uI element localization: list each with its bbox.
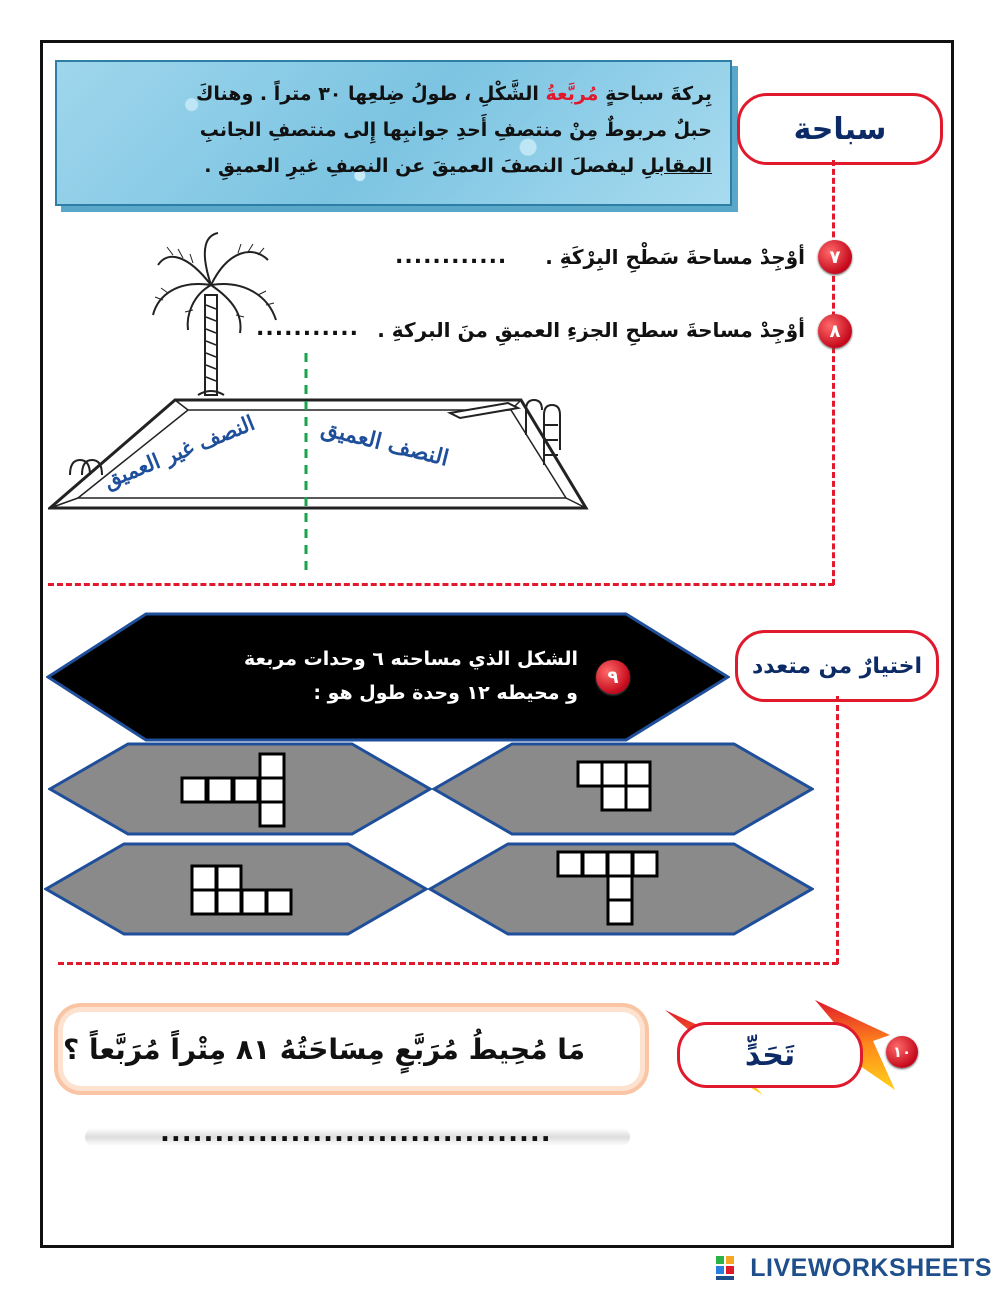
section-title-multiple-choice: اختيارٌ من متعدد xyxy=(735,630,939,702)
question-7-text: أوْجِدْ مساحةَ سَطْحِ البِرْكَةِ . xyxy=(545,245,805,269)
problem-text: بِركةَ سباحةٍ مُربَّعةُ الشَّكْلِ ، طولُ… xyxy=(72,76,712,184)
option-a[interactable] xyxy=(432,742,814,836)
question-number-9: ٩ xyxy=(596,660,630,694)
problem-line-2: حبلٌ مربوطٌ مِنْ منتصفِ أَحدِ جوانبِها إ… xyxy=(199,119,712,141)
challenge-question-box: مَا مُحِيطُ مُرَبَّعٍ مِسَاحَتُهُ ٨١ مِت… xyxy=(63,1012,640,1086)
pool-icon xyxy=(48,398,589,510)
pool-illustration xyxy=(48,232,589,570)
question-number-7: ٧ xyxy=(818,240,852,274)
question-8-text: أوْجِدْ مساحةَ سطحِ الجزءِ العميقِ منَ ا… xyxy=(377,318,805,342)
answer-blank-10[interactable]: .................................... xyxy=(160,1118,552,1148)
question-number-8: ٨ xyxy=(818,314,852,348)
answer-blank-8[interactable]: ........... xyxy=(256,316,359,341)
section-divider-horizontal-2 xyxy=(58,962,838,965)
liveworksheets-logo: LIVEWORKSHEETS xyxy=(716,1254,992,1283)
section-title-swimming: سباحة xyxy=(737,93,943,165)
answer-blank-7[interactable]: ............ xyxy=(395,244,508,269)
worksheet-frame xyxy=(40,40,954,1248)
option-b[interactable] xyxy=(48,742,432,836)
option-d[interactable] xyxy=(44,842,428,936)
problem-line-1: بِركةَ سباحةٍ مُربَّعةُ الشَّكْلِ ، طولُ… xyxy=(195,83,712,105)
problem-line-3: المقابلِ ليفصلَ النصفَ العميقَ عن النصفِ… xyxy=(204,155,712,177)
answer-shadow xyxy=(85,1128,630,1146)
problem-box: بِركةَ سباحةٍ مُربَّعةُ الشَّكْلِ ، طولُ… xyxy=(55,60,732,206)
question-9-banner xyxy=(46,612,730,742)
section-divider-horizontal-1 xyxy=(48,583,834,586)
diving-board-icon xyxy=(446,398,561,465)
palm-tree-icon xyxy=(152,232,277,396)
section-title-challenge: تَحَدٍّ xyxy=(677,1022,863,1088)
section-divider-vertical-2 xyxy=(836,696,839,964)
section-divider-vertical-1 xyxy=(832,160,835,585)
liveworksheets-icon xyxy=(716,1255,735,1280)
question-number-10: ١٠ xyxy=(886,1036,918,1068)
option-c[interactable] xyxy=(428,842,814,936)
question-9-text: الشكل الذي مساحته ٦ وحدات مربعة و محيطه … xyxy=(244,648,578,704)
pool-ladder-icon xyxy=(69,458,103,476)
